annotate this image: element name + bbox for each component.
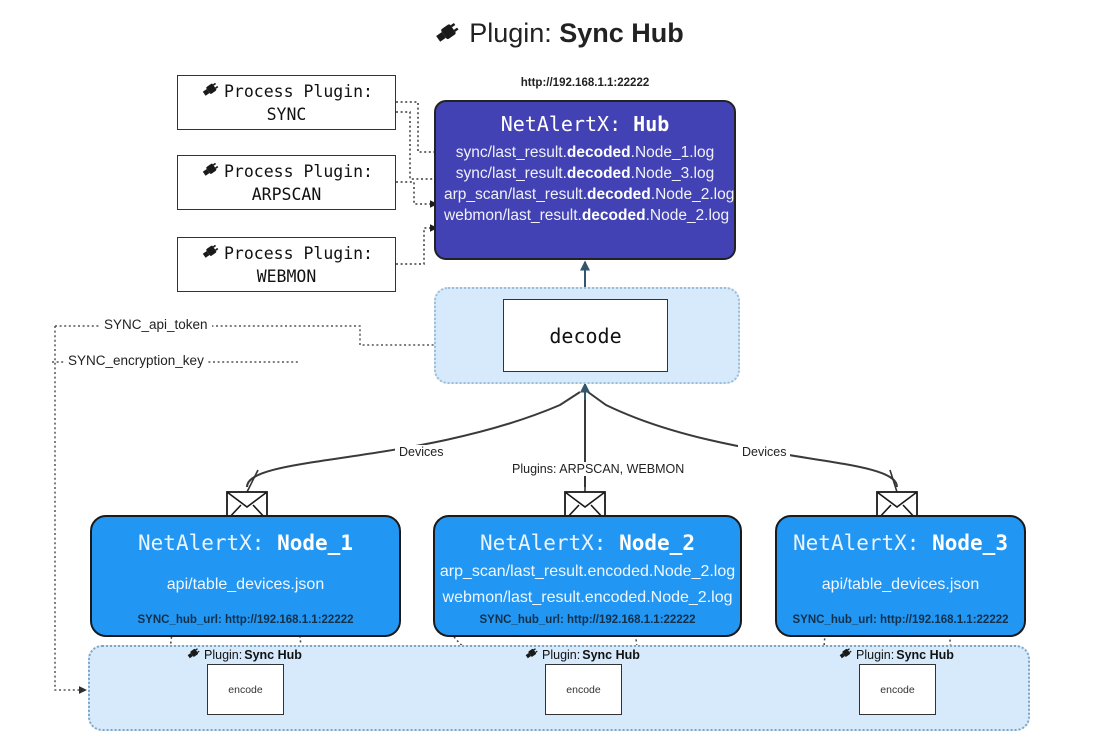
edge-arpscan-to-hub-log3 [396,181,438,208]
edge-label-plugins: Plugins: ARPSCAN, WEBMON [508,462,689,476]
node-box-node3[interactable]: NetAlertX: Node_3 api/table_devices.json… [775,515,1026,637]
hub-log-post: .Node_3.log [630,165,715,182]
encode-box[interactable]: encode [207,664,284,715]
node-footer: SYNC_hub_url: http://192.168.1.1:22222 [137,614,354,626]
node-line: api/table_devices.json [821,575,980,593]
process-plugin-line1: Process Plugin: [223,81,373,101]
hub-log-em: decoded [566,165,631,182]
hub-title: NetAlertX: Hub [436,112,734,136]
hub-log-pre: sync/last_result. [455,144,567,161]
hub-log-row: webmon/last_result.decoded.Node_2.log [444,207,729,225]
node-title-name: Node_3 [932,531,1008,555]
node-box-node2[interactable]: NetAlertX: Node_2 arp_scan/last_result.e… [433,515,742,637]
hub-log-pre: sync/last_result. [455,165,567,182]
plug-icon [200,80,222,104]
plug-icon [433,19,463,52]
encoder-label-prefix: Plugin: [856,647,895,662]
edge-label-devices-right: Devices [738,445,791,459]
hub-log-post: .Node_1.log [630,144,715,161]
edge-webmon-to-hub-log4 [396,224,438,265]
encode-box[interactable]: encode [545,664,622,715]
node-lines: api/table_devices.json [92,555,399,614]
envelope-stem-3 [889,469,898,493]
encode-box[interactable]: encode [859,664,936,715]
encoder-label-name: Sync Hub [582,647,640,662]
node-line: webmon/last_result.encoded.Node_2.log [442,588,733,606]
encoder-label-name: Sync Hub [244,647,302,662]
node-line: arp_scan/last_result.encoded.Node_2.log [439,562,736,580]
hub-log-post: .Node_2.log [645,207,730,224]
process-plugin-line1: Process Plugin: [223,243,373,263]
param-label-encryption-key: SYNC_encryption_key [64,353,208,368]
hub-log-em: decoded [581,207,646,224]
hub-log-pre: webmon/last_result. [444,207,582,224]
node-title: NetAlertX: Node_2 [480,531,695,555]
hub-log-pre: arp_scan/last_result. [444,186,588,203]
process-plugin-line2: ARPSCAN [251,184,322,204]
encoder-label-prefix: Plugin: [542,647,581,662]
node-lines: api/table_devices.json [777,555,1024,614]
node-title-name: Node_2 [619,531,695,555]
hub-log-row: sync/last_result.decoded.Node_3.log [444,165,726,183]
hub-log-list: sync/last_result.decoded.Node_1.log sync… [436,144,734,231]
hub-url-label: http://192.168.1.1:22222 [520,77,650,89]
process-plugin-line2: WEBMON [256,266,317,286]
node-title-prefix: NetAlertX: [793,531,920,555]
param-label-api-token: SYNC_api_token [100,317,212,332]
node-title-prefix: NetAlertX: [480,531,607,555]
process-plugin-sync[interactable]: Process Plugin: SYNC [177,75,396,130]
plug-icon [200,160,222,184]
node-box-node1[interactable]: NetAlertX: Node_1 api/table_devices.json… [90,515,401,637]
encoder-label-name: Sync Hub [896,647,954,662]
node-title-prefix: NetAlertX: [138,531,265,555]
plug-icon [524,646,540,663]
node-footer: SYNC_hub_url: http://192.168.1.1:22222 [479,614,696,626]
process-plugin-line1: Process Plugin: [223,161,373,181]
edge-encryption-key-to-encoders [54,326,87,694]
node-line: api/table_devices.json [166,575,325,593]
encoder-label: Plugin: Sync Hub [186,646,302,663]
encoder-label: Plugin: Sync Hub [524,646,640,663]
title-name: Sync Hub [559,18,684,48]
hub-log-em: decoded [566,144,631,161]
plug-icon [186,646,202,663]
encoder-label: Plugin: Sync Hub [838,646,954,663]
plug-icon [838,646,854,663]
node-title: NetAlertX: Node_1 [138,531,353,555]
node-title-name: Node_1 [277,531,353,555]
envelope-stem-1 [246,469,259,493]
process-plugin-arpscan[interactable]: Process Plugin: ARPSCAN [177,155,396,210]
title-prefix: Plugin: [469,18,552,48]
encoder-label-prefix: Plugin: [204,647,243,662]
process-plugin-line2: SYNC [266,104,307,124]
page-title: Plugin: Sync Hub [0,18,1117,52]
process-plugin-webmon[interactable]: Process Plugin: WEBMON [177,237,396,292]
hub-log-post: .Node_2.log [650,186,735,203]
plug-icon [200,242,222,266]
node-title: NetAlertX: Node_3 [793,531,1008,555]
edge-label-devices-left: Devices [395,445,448,459]
hub-title-prefix: NetAlertX: [500,112,622,136]
decode-box[interactable]: decode [503,299,668,372]
hub-log-row: sync/last_result.decoded.Node_1.log [444,144,726,162]
hub-title-name: Hub [633,112,670,136]
hub-log-row: arp_scan/last_result.decoded.Node_2.log [444,186,734,204]
hub-log-em: decoded [587,186,651,203]
node-lines: arp_scan/last_result.encoded.Node_2.log … [435,555,740,614]
hub-box[interactable]: NetAlertX: Hub sync/last_result.decoded.… [434,100,736,260]
node-footer: SYNC_hub_url: http://192.168.1.1:22222 [792,614,1009,626]
